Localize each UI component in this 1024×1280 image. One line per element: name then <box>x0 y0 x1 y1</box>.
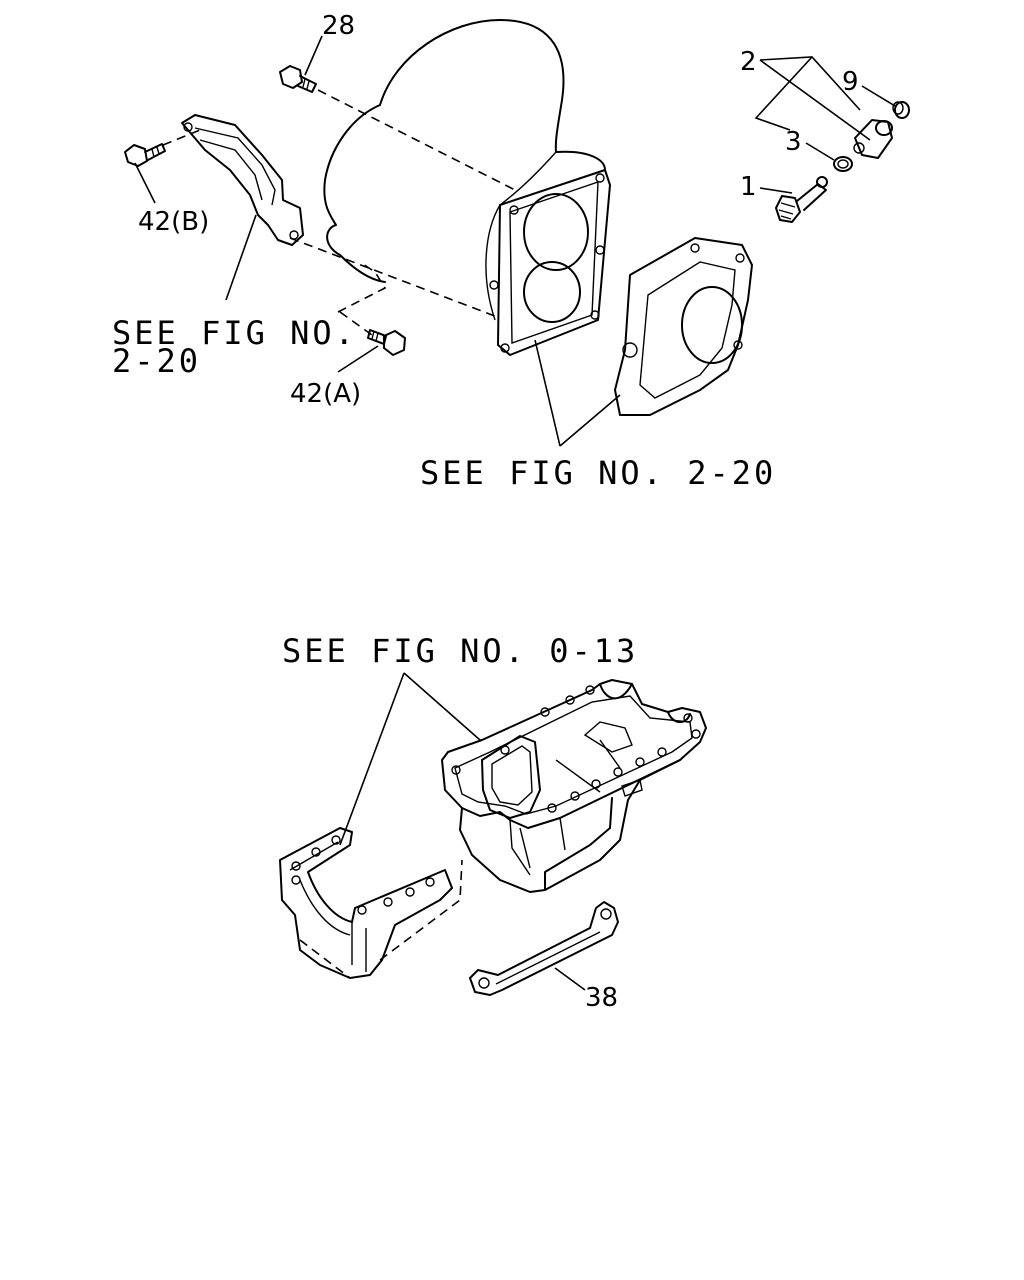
flywheel-cover <box>614 237 753 416</box>
assembly-line-28 <box>317 89 516 191</box>
flywheel-housing <box>323 19 611 356</box>
housing-bracket <box>181 114 304 246</box>
assembly-line-42b <box>162 129 201 146</box>
sleeve-part-2 <box>853 119 893 159</box>
driven-gear-part-1 <box>775 176 828 223</box>
leader-42b <box>134 162 156 204</box>
callout-3: 3 <box>785 127 802 157</box>
leader-38 <box>554 967 586 991</box>
callout-2: 2 <box>740 47 757 77</box>
callout-1: 1 <box>740 172 757 202</box>
bolt-42a <box>367 329 406 356</box>
plug-part-9 <box>892 101 910 119</box>
callout-42a: 42(A) <box>290 379 361 409</box>
leader-bottom-ref <box>339 672 481 846</box>
assembly-line-42a <box>337 261 387 313</box>
ref-left-line1: SEE FIG NO. <box>112 314 357 352</box>
ref-center: SEE FIG NO. 2-20 <box>420 454 776 492</box>
callout-28: 28 <box>322 11 355 41</box>
leader-3 <box>805 142 835 161</box>
ref-left-line2: 2-20 <box>112 342 201 380</box>
leader-42a <box>337 345 379 373</box>
stiffener-38 <box>469 901 619 996</box>
leader-bracket-ref <box>225 214 257 301</box>
assembly-line-bracket <box>289 237 501 319</box>
bolt-28 <box>279 65 317 93</box>
bolt-42b <box>124 143 166 167</box>
leader-1 <box>759 187 793 194</box>
leader-center-ref <box>534 339 621 447</box>
callout-9: 9 <box>842 67 859 97</box>
rear-bridge <box>279 827 453 979</box>
o-ring-part-3 <box>833 156 853 172</box>
ref-bottom: SEE FIG NO. 0-13 <box>282 632 638 670</box>
callout-38: 38 <box>585 983 618 1013</box>
assembly-line-42a-b <box>339 311 373 336</box>
leader-2-3 <box>754 56 813 131</box>
leader-9 <box>861 85 896 107</box>
assembly-line-bridge <box>299 859 463 979</box>
oil-pan <box>441 679 707 893</box>
leader-28 <box>304 35 323 76</box>
callout-42b: 42(B) <box>138 207 209 237</box>
